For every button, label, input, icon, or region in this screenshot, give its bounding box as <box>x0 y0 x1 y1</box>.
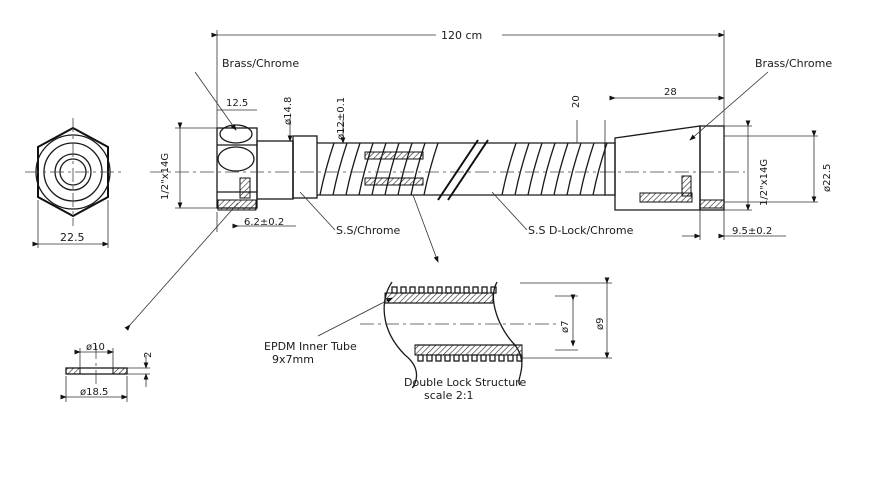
washer-d10-label: ø10 <box>86 342 105 353</box>
dim-28-label: 28 <box>664 87 677 98</box>
spiral-winding <box>345 142 361 196</box>
spiral-winding <box>592 142 608 196</box>
spiral-winding <box>514 142 530 196</box>
dim-12-5-label: 12.5 <box>226 98 248 109</box>
lock-tooth <box>418 286 425 294</box>
spiral-winding <box>540 142 556 196</box>
lock-tooth <box>498 354 505 362</box>
spiral-winding <box>397 142 413 196</box>
structure-label-line1: Double Lock Structure <box>404 376 526 389</box>
spiral-winding <box>384 142 400 196</box>
spiral-winding <box>566 142 582 196</box>
lock-tooth <box>462 354 469 362</box>
hex-nut-end-view: 22.5 <box>25 118 122 248</box>
dim-9-5-label: 9.5±0.2 <box>732 226 772 237</box>
hex-width-label: 22.5 <box>60 231 85 244</box>
spiral-winding <box>579 142 595 196</box>
brass-left-label: Brass/Chrome <box>222 57 299 70</box>
hose-body: S.S/Chrome S.S D-Lock/Chrome <box>150 139 745 263</box>
lock-tooth <box>480 354 487 362</box>
epdm-label-line2: 9x7mm <box>272 353 314 366</box>
lock-tooth <box>507 354 514 362</box>
washer-2-label: 2 <box>143 352 154 358</box>
lock-tooth <box>472 286 479 294</box>
overall-length-dimension: 120 cm <box>211 26 725 128</box>
spiral-winding <box>501 142 517 196</box>
lock-tooth <box>445 286 452 294</box>
lock-tooth <box>481 286 488 294</box>
lock-tooth <box>489 354 496 362</box>
spiral-winding <box>332 142 348 196</box>
washer-d18-5-label: ø18.5 <box>80 387 108 398</box>
dim-d14-8-label: ø14.8 <box>283 97 294 125</box>
lock-tooth <box>409 286 416 294</box>
spiral-winding <box>527 142 543 196</box>
spiral-windings <box>319 142 608 196</box>
structure-label-line2: scale 2:1 <box>424 389 474 402</box>
lock-tooth <box>391 286 398 294</box>
epdm-label-line1: EPDM Inner Tube <box>264 340 357 353</box>
ss-dlock-label: S.S D-Lock/Chrome <box>528 224 634 237</box>
spiral-winding <box>371 142 387 196</box>
detail-top-teeth <box>391 286 497 294</box>
lock-tooth <box>436 286 443 294</box>
dim-d7-label: ø7 <box>560 321 571 333</box>
dim-d22-5-right-label: ø22.5 <box>822 164 833 192</box>
right-fitting: 20 28 1/2"x14G ø22.5 9.5±0.2 Brass/Chrom… <box>571 57 833 240</box>
lock-tooth <box>444 354 451 362</box>
lock-tooth <box>417 354 424 362</box>
spiral-winding <box>423 142 439 196</box>
spiral-winding <box>410 142 426 196</box>
lock-tooth <box>453 354 460 362</box>
dim-d9-label: ø9 <box>595 318 606 330</box>
double-lock-detail: ø7 ø9 EPDM Inner Tube 9x7mm Double Lock … <box>264 277 612 402</box>
lock-tooth <box>400 286 407 294</box>
spiral-winding <box>553 142 569 196</box>
detail-bottom-teeth <box>417 354 523 362</box>
washer-detail: ø10 2 ø18.5 <box>60 342 154 402</box>
lock-tooth <box>454 286 461 294</box>
length-label: 120 cm <box>441 29 482 42</box>
spiral-winding <box>319 142 335 196</box>
brass-right-label: Brass/Chrome <box>755 57 832 70</box>
lock-tooth <box>471 354 478 362</box>
lock-tooth <box>427 286 434 294</box>
dim-d12-label: ø12±0.1 <box>336 97 347 140</box>
ss-chrome-label: S.S/Chrome <box>336 224 401 237</box>
dim-20-label: 20 <box>571 95 582 108</box>
lock-tooth <box>463 286 470 294</box>
thread-right-label: 1/2"x14G <box>759 159 770 206</box>
lock-tooth <box>435 354 442 362</box>
lock-tooth <box>426 354 433 362</box>
left-nut-fitting: 1/2"x14G 12.5 ø14.8 ø12±0.1 6.2±0.2 Bras… <box>124 57 347 331</box>
dim-6-2-label: 6.2±0.2 <box>244 217 284 228</box>
spiral-winding <box>358 142 374 196</box>
thread-left-label: 1/2"x14G <box>160 153 171 200</box>
